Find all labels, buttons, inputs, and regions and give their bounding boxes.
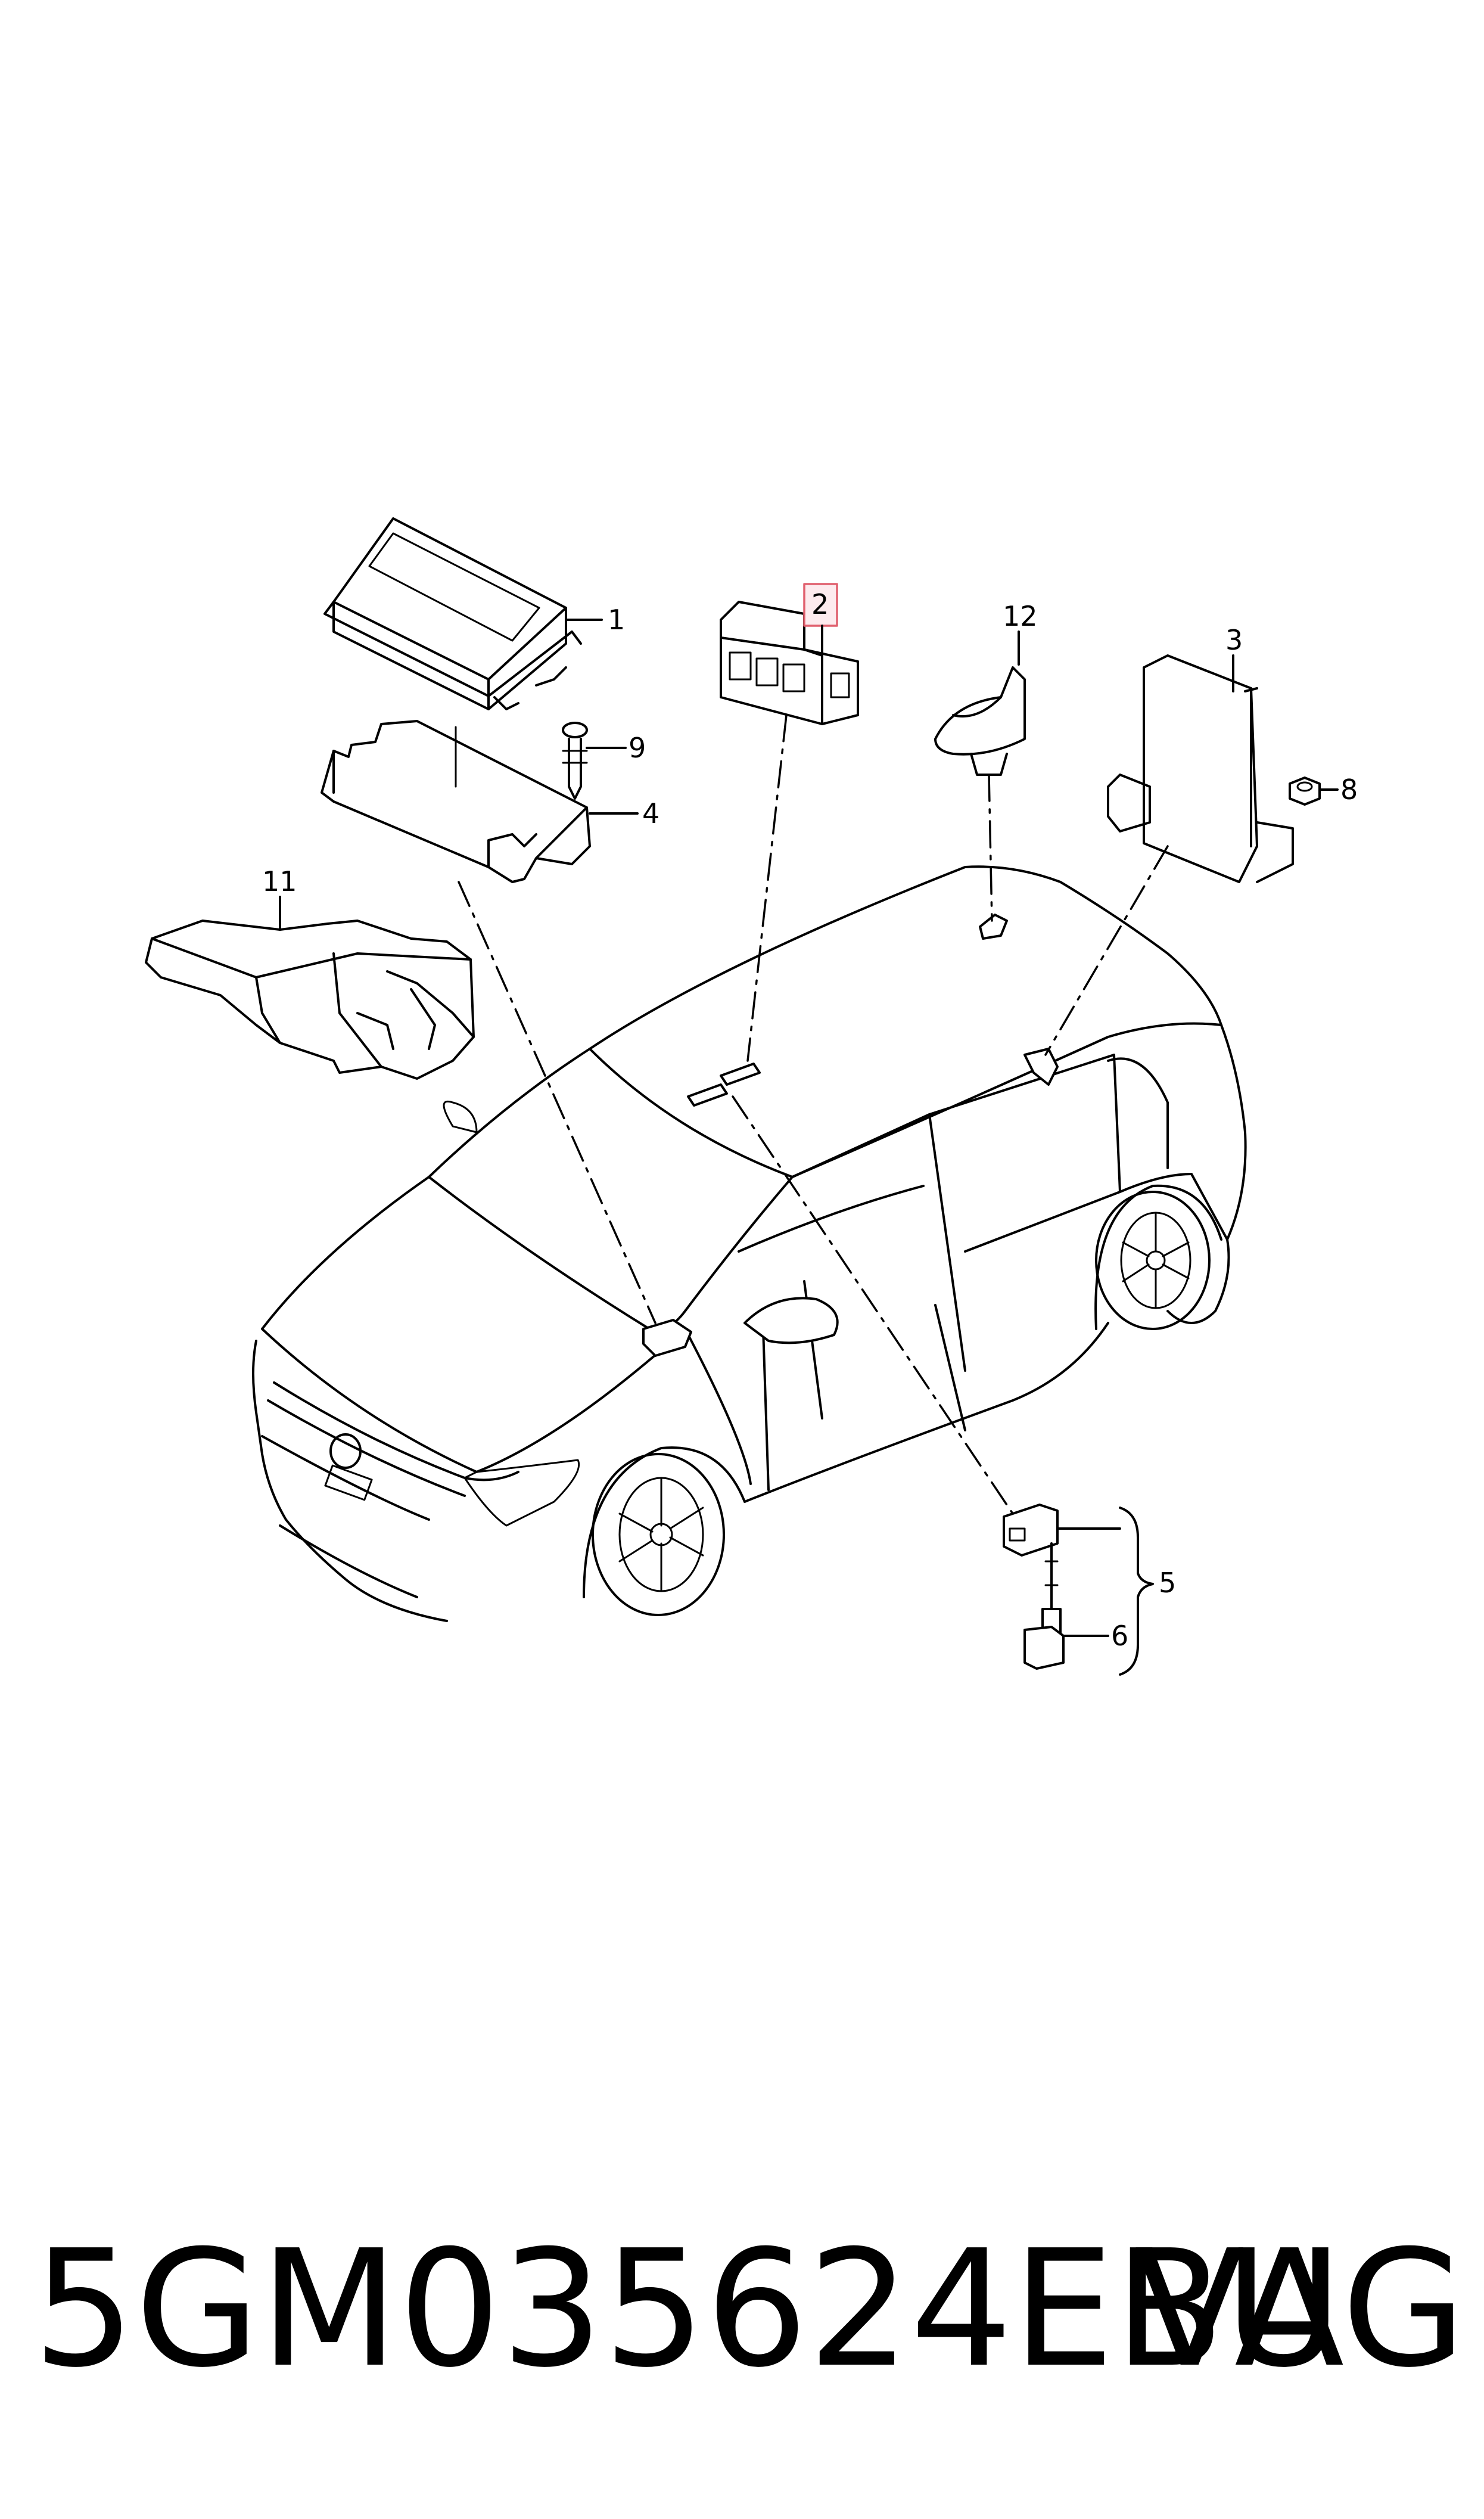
part-4-bracket [321, 720, 591, 883]
brand-label: VAG [1134, 2215, 1466, 2403]
callout-label-12: 12 [1003, 600, 1038, 632]
callout-label-3: 3 [1225, 624, 1243, 656]
location-marker-3 [1023, 1048, 1059, 1086]
car-body [252, 865, 1247, 1622]
callout-12: 12 [1003, 600, 1038, 666]
callout-11: 11 [262, 865, 297, 931]
callout-label-2: 2 [811, 588, 829, 620]
part-number: 5GM035624EBU [33, 2215, 1343, 2403]
part-9-clip [562, 722, 588, 800]
callout-2-highlight [803, 583, 838, 627]
part-12-roof-antenna [934, 666, 1026, 776]
callout-9: 9 [586, 732, 646, 764]
callout-label-1: 1 [608, 604, 625, 636]
callout-label-9: 9 [629, 732, 646, 764]
location-marker-12 [979, 914, 1008, 940]
callout-2: 2 [803, 583, 838, 657]
part-1-control-module [323, 517, 582, 710]
callout-label-4: 4 [642, 797, 659, 830]
location-marker-2a [687, 1083, 728, 1107]
callout-6: 6 [1062, 1620, 1128, 1652]
callout-label-6: 6 [1111, 1620, 1128, 1652]
location-marker-1 [642, 1319, 692, 1357]
callout-label-11: 11 [262, 865, 297, 897]
location-marker-2b [720, 1063, 761, 1086]
callout-4: 4 [589, 797, 659, 830]
part-11-mounting-tray [145, 920, 475, 1080]
part-3-module [1107, 654, 1294, 883]
callout-1: 1 [565, 604, 625, 636]
part-6-connector [1023, 1626, 1065, 1670]
badge-logo [329, 1433, 362, 1469]
callout-3: 3 [1225, 624, 1243, 692]
callout-5: 5 [1056, 1507, 1176, 1676]
callout-label-8: 8 [1340, 774, 1358, 806]
part-2-switch-module [720, 601, 859, 725]
callout-8: 8 [1318, 774, 1358, 806]
part-8-nut [1289, 776, 1321, 806]
leader-lines [458, 714, 1169, 1515]
part-5-cable-assembly [1003, 1504, 1062, 1634]
callout-label-5: 5 [1159, 1567, 1176, 1599]
